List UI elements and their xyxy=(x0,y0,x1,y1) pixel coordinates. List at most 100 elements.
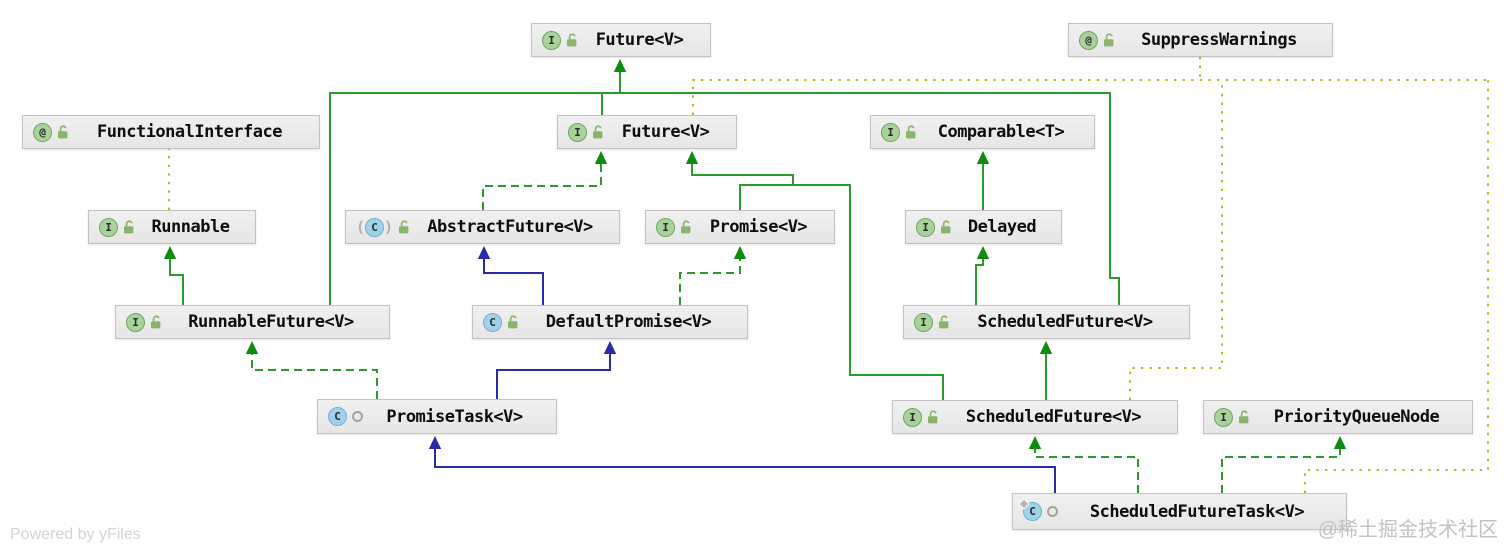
node-default-promise[interactable]: C DefaultPromise<V> xyxy=(472,305,748,339)
arrowhead xyxy=(976,151,990,164)
class-icon: C xyxy=(328,407,347,426)
node-functional-interface[interactable]: @ FunctionalInterface xyxy=(22,115,320,149)
node-scheduled-future-java[interactable]: I ScheduledFuture<V> xyxy=(903,305,1190,339)
public-lock-icon xyxy=(680,219,693,235)
arrowhead xyxy=(1333,436,1347,449)
node-label: PriorityQueueNode xyxy=(1273,407,1440,427)
interface-icon: I xyxy=(656,217,675,237)
interface-icon: I xyxy=(542,30,561,50)
public-lock-icon xyxy=(938,314,951,330)
node-promise[interactable]: I Promise<V> xyxy=(645,210,835,244)
package-private-icon xyxy=(1047,506,1058,517)
arrowhead xyxy=(1039,341,1053,354)
edge-runnable-future--future-top xyxy=(329,59,627,305)
arrowhead xyxy=(428,436,442,449)
interface-icon: I xyxy=(916,217,935,237)
node-promise-task[interactable]: C PromiseTask<V> xyxy=(317,399,557,434)
class-icon: C xyxy=(365,217,385,237)
edge-delayed--comparable xyxy=(976,151,990,210)
class-icon: C xyxy=(483,312,502,332)
node-abstract-future[interactable]: (C) AbstractFuture<V> xyxy=(345,210,620,244)
public-lock-icon xyxy=(927,409,940,425)
annotation-icon: @ xyxy=(33,122,52,142)
node-suppress-warnings[interactable]: @ SuppressWarnings xyxy=(1068,23,1333,57)
node-runnable-future[interactable]: I RunnableFuture<V> xyxy=(115,305,390,339)
edge-scheduled-future-netty--suppress-warnings xyxy=(1129,80,1223,400)
node-priority-queue-node[interactable]: I PriorityQueueNode xyxy=(1203,400,1473,434)
package-private-icon xyxy=(352,411,363,422)
public-lock-icon xyxy=(507,314,520,330)
abstract-class-marker: ( xyxy=(356,217,366,236)
node-label: AbstractFuture<V> xyxy=(427,217,593,237)
node-label: Runnable xyxy=(151,217,230,237)
edge-scheduled-future-netty--future-netty xyxy=(793,184,944,400)
node-label: RunnableFuture<V> xyxy=(188,312,354,332)
edge-runnable-future--runnable xyxy=(163,246,184,305)
arrowhead xyxy=(477,246,491,259)
node-label: ScheduledFutureTask<V> xyxy=(1089,501,1305,522)
arrowhead xyxy=(976,246,990,259)
node-label: Delayed xyxy=(967,217,1037,237)
arrowhead xyxy=(733,246,747,259)
node-label: Comparable<T> xyxy=(937,122,1065,142)
edge-scheduled-future-netty--scheduled-future-java xyxy=(1039,341,1053,400)
edge-promise--future-netty xyxy=(685,151,794,210)
class-icon: C xyxy=(1023,502,1042,521)
node-runnable[interactable]: I Runnable xyxy=(88,210,256,244)
node-label: FunctionalInterface xyxy=(97,122,282,142)
public-lock-icon xyxy=(1238,409,1251,425)
edge-future-netty--suppress-warnings xyxy=(692,79,1488,115)
public-lock-icon xyxy=(1103,32,1116,48)
node-label: DefaultPromise<V> xyxy=(545,312,712,332)
node-comparable[interactable]: I Comparable<T> xyxy=(870,115,1095,149)
edge-scheduled-future-java--delayed xyxy=(975,246,990,305)
annotation-icon: @ xyxy=(1079,30,1098,50)
edge-scheduled-future-task--priority-queue-node xyxy=(1221,436,1347,493)
edge-abstract-future--future-netty xyxy=(482,151,608,210)
node-scheduled-future-task[interactable]: C ScheduledFutureTask<V> xyxy=(1012,493,1347,530)
powered-by-yfiles-label: Powered by yFiles xyxy=(10,526,141,543)
node-label: ScheduledFuture<V> xyxy=(977,312,1153,332)
node-scheduled-future-netty[interactable]: I ScheduledFuture<V> xyxy=(892,400,1178,434)
interface-icon: I xyxy=(568,122,587,142)
interface-icon: I xyxy=(99,217,118,237)
edge-scheduled-future-java--future-top xyxy=(620,92,1120,305)
arrowhead xyxy=(1028,436,1042,449)
arrowhead xyxy=(613,59,627,72)
arrowhead xyxy=(594,151,608,164)
public-lock-icon xyxy=(398,219,411,235)
interface-icon: I xyxy=(903,407,922,427)
node-label: PromiseTask<V> xyxy=(386,406,523,427)
public-lock-icon xyxy=(566,32,579,48)
arrowhead xyxy=(603,341,617,354)
node-label: ScheduledFuture<V> xyxy=(965,407,1142,427)
interface-icon: I xyxy=(1214,407,1233,427)
edge-scheduled-future-task--promise-task xyxy=(428,436,1056,493)
arrowhead xyxy=(163,246,177,259)
public-lock-icon xyxy=(123,219,136,235)
edge-promise-task--default-promise xyxy=(496,341,617,399)
public-lock-icon xyxy=(905,124,918,140)
node-future-top[interactable]: I Future<V> xyxy=(531,23,711,57)
edge-default-promise--abstract-future xyxy=(477,246,544,305)
node-label: SuppressWarnings xyxy=(1141,30,1297,50)
public-lock-icon xyxy=(592,124,605,140)
abstract-class-marker: ) xyxy=(384,217,394,236)
node-delayed[interactable]: I Delayed xyxy=(905,210,1062,244)
interface-icon: I xyxy=(881,122,900,142)
public-lock-icon xyxy=(57,124,70,140)
node-label: Promise<V> xyxy=(709,217,808,237)
watermark-label: @稀土掘金技术社区 xyxy=(1317,519,1498,541)
arrowhead xyxy=(245,341,259,354)
interface-icon: I xyxy=(126,312,145,332)
public-lock-icon xyxy=(150,314,163,330)
node-label: Future<V> xyxy=(621,122,710,142)
arrowhead xyxy=(685,151,699,164)
edge-promise-task--runnable-future xyxy=(245,341,378,399)
node-label: Future<V> xyxy=(595,30,684,50)
interface-icon: I xyxy=(914,312,933,332)
node-future-netty[interactable]: I Future<V> xyxy=(557,115,737,149)
public-lock-icon xyxy=(940,219,953,235)
